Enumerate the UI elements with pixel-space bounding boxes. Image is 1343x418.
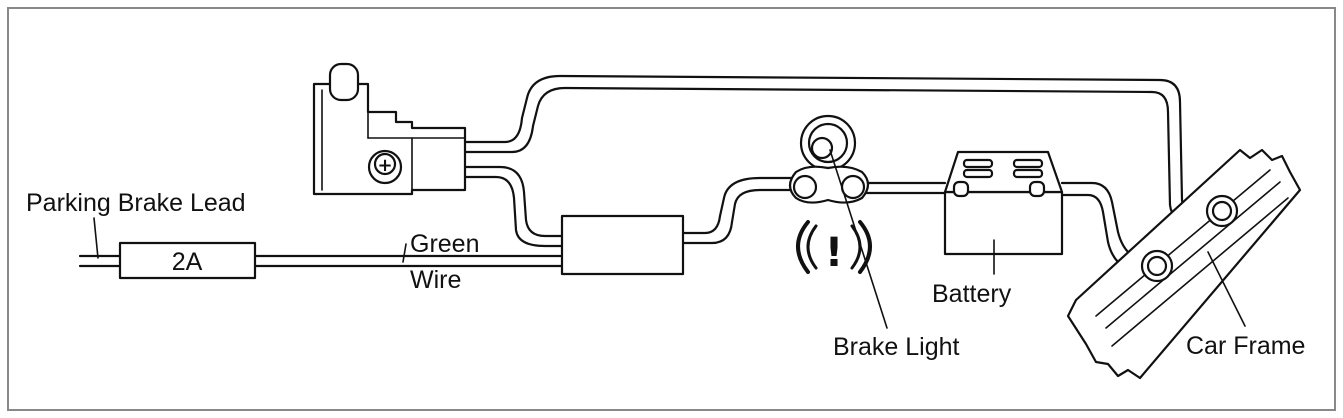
light-terminal-right [840,174,866,200]
fuse-label: 2A [172,248,203,276]
brake-light-label: Brake Light [833,333,960,361]
frame-bolt-upper-inner [1211,200,1233,222]
light-bulb [810,136,834,160]
warning-icon: ! [825,230,843,276]
module-to-light-wire-inner [681,188,797,245]
frame-bolt-lower-inner [1146,255,1168,277]
parking-brake-switch: + [312,62,467,196]
fuse-body [118,241,257,280]
warning-arc-right [858,220,872,274]
control-module [560,214,685,276]
fuse: 2A [118,241,257,280]
warning-arc-left [796,220,810,274]
wire-label: Wire [410,266,461,294]
plus-icon: + [377,155,392,176]
wires [78,74,1198,274]
green-label: Green [410,230,479,258]
warning-arc-left-inner [806,224,818,270]
module-to-light-wire-outer [681,176,797,235]
frame-rail-outer [1066,148,1302,380]
battery-body [943,190,1064,256]
battery-terminal-left [952,180,970,198]
switch-to-module-wire-outer [463,165,564,238]
battery [943,150,1064,275]
car-frame-label: Car Frame [1186,332,1305,360]
parking-brake-lead-label: Parking Brake Lead [26,189,246,217]
brake-light: ! [788,114,888,329]
lead-pointer [93,217,99,259]
battery-terminal-right [1028,180,1046,198]
switch-terminal-inner [373,152,397,176]
battery-label: Battery [932,280,1012,308]
switch-plunger [328,62,360,102]
warning-arc-right-inner [850,224,862,270]
green-wire-tick [402,243,407,263]
light-terminal-left [792,174,818,200]
switch-to-module-wire-inner [463,175,564,248]
brake-light-pointer [829,149,888,329]
car-frame [1066,148,1302,380]
diagram-border [7,7,1336,411]
car-frame-pointer [1207,251,1246,327]
